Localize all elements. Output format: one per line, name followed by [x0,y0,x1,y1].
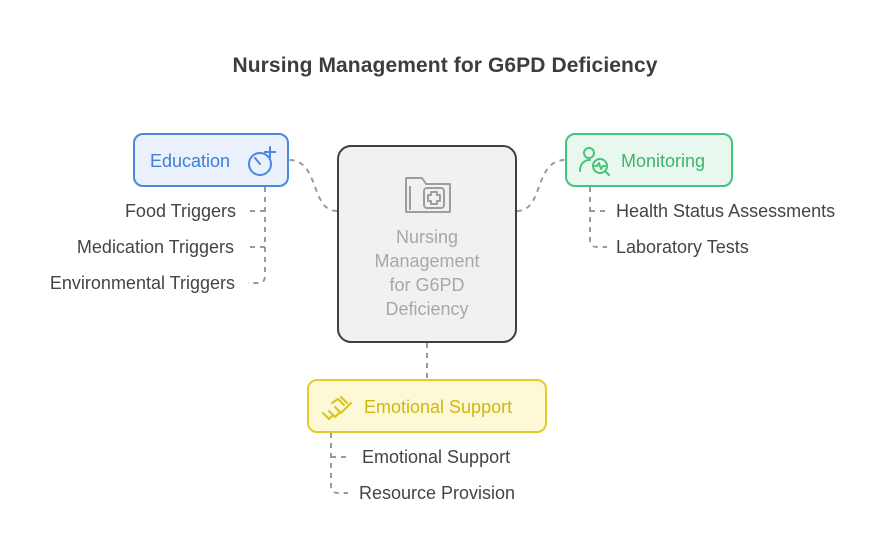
center-label: Nursing Management for G6PD Deficiency [339,225,515,321]
center-node: Nursing Management for G6PD Deficiency [337,145,517,343]
folder-medical-icon [405,177,451,213]
connector-education-items [248,187,266,284]
center-line-3: for G6PD [389,275,465,295]
education-node: Education [133,133,289,187]
monitoring-label: Monitoring [621,151,706,171]
education-label: Education [150,151,231,171]
connector-monitoring-items [589,187,607,248]
emotional-support-node: Emotional Support [307,379,547,433]
connector-emotional-items [330,433,348,494]
center-line-4: Deficiency [385,299,469,319]
education-item-food-triggers: Food Triggers [124,201,236,221]
diagram-title: Nursing Management for G6PD Deficiency [232,54,658,77]
center-line-2: Management [374,251,480,271]
monitoring-item-laboratory-tests: Laboratory Tests [616,237,749,257]
stopwatch-plus-icon [248,146,276,176]
handshake-icon [322,396,352,420]
education-item-environmental-triggers: Environmental Triggers [49,273,235,293]
emotional-support-label: Emotional Support [364,397,513,417]
monitoring-item-health-status-assessments: Health Status Assessments [616,201,836,221]
education-item-medication-triggers: Medication Triggers [76,237,234,257]
connector-monitoring [516,159,566,212]
connector-education [288,159,338,212]
center-line-1: Nursing [395,227,459,247]
monitoring-node: Monitoring [565,133,733,187]
emotional-item-emotional-support: Emotional Support [362,447,511,467]
emotional-item-resource-provision: Resource Provision [359,483,516,503]
user-search-icon [579,147,610,176]
